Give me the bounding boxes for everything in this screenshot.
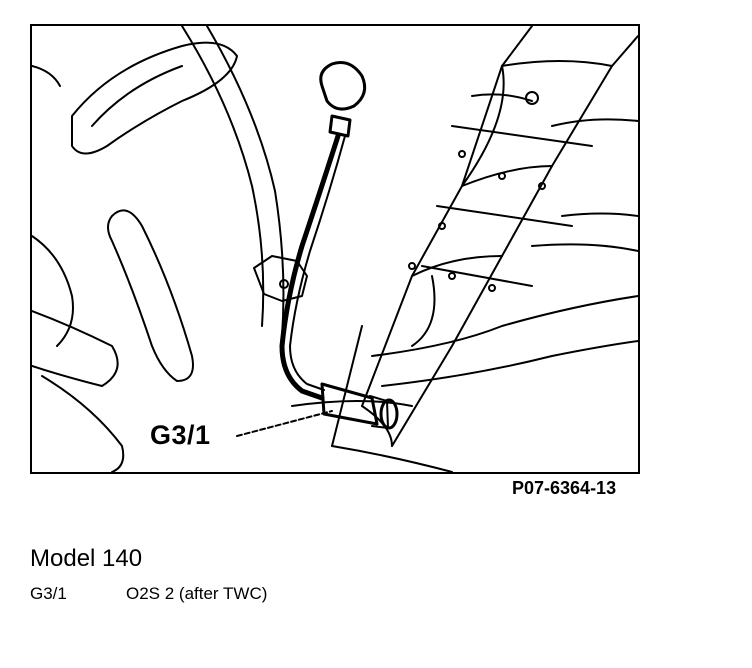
floor-pan-contours [32,26,285,472]
figure-code: P07-6364-13 [512,478,617,498]
oxygen-sensor-harness [253,61,399,430]
legend-row: G3/1 O2S 2 (after TWC) [30,584,267,604]
illustration-frame [30,24,640,474]
callout-label-g3-1: G3/1 [150,420,211,450]
legend-code: G3/1 [30,584,67,603]
legend: G3/1 O2S 2 (after TWC) [30,584,267,604]
model-title: Model 140 [30,545,143,572]
legend-description: O2S 2 (after TWC) [126,584,268,603]
callout-leader-line [236,410,333,437]
exhaust-assembly [291,26,638,472]
underbody-illustration [32,26,638,472]
